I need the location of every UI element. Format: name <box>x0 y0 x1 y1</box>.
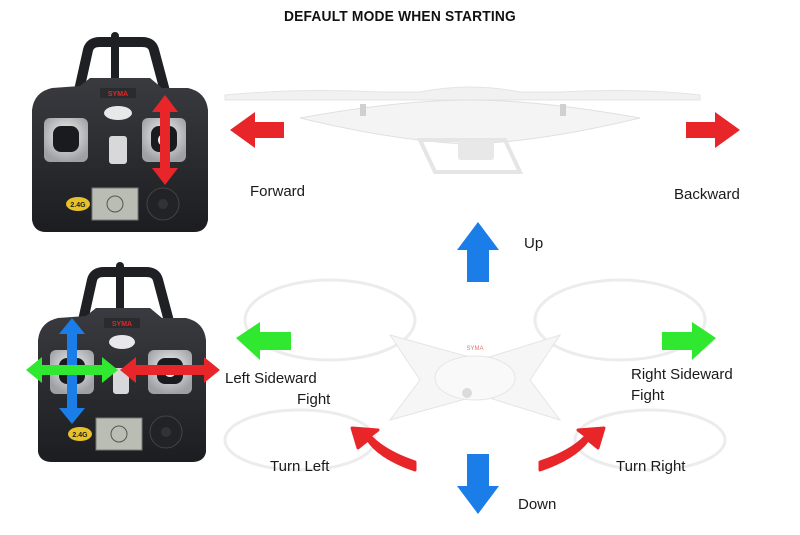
frequency-badge-text: 2.4G <box>72 432 88 439</box>
propeller-guard <box>243 278 417 362</box>
label-backward: Backward <box>674 186 740 203</box>
propeller-guard <box>573 408 727 472</box>
camera-lens <box>462 388 472 398</box>
label-right-sideward: Right Sideward <box>631 366 733 383</box>
propeller-guards <box>224 86 701 101</box>
drone-body <box>434 355 516 401</box>
motor <box>360 104 366 116</box>
controller-bottom: SYMA 2.4G <box>26 262 220 462</box>
trim-switch <box>113 368 129 394</box>
label-right-sideward-line2: Fight <box>631 387 665 404</box>
label-turn-right: Turn Right <box>616 458 686 475</box>
forward-arrow <box>230 112 284 148</box>
drone-top-view: SYMA <box>223 278 727 472</box>
controller-top: SYMA 2.4G <box>32 32 208 232</box>
handle <box>73 37 171 97</box>
frequency-badge <box>68 427 92 441</box>
left-stick <box>53 126 79 152</box>
label-left-sideward: Left Sideward <box>225 370 317 387</box>
handle <box>77 267 175 327</box>
backward-arrow <box>686 112 740 148</box>
drone-body <box>299 99 641 145</box>
diagram-title: DEFAULT MODE WHEN STARTING <box>284 8 516 25</box>
up-arrow <box>457 222 499 282</box>
lcd-screen <box>91 187 139 221</box>
frequency-badge-text: 2.4G <box>70 202 86 209</box>
turn-left-arrow <box>350 426 417 472</box>
down-arrow <box>457 454 499 514</box>
lcd-drone-icon <box>106 195 124 213</box>
label-forward: Forward <box>250 183 306 200</box>
trim-switch <box>109 136 127 164</box>
propeller-guard <box>533 278 707 362</box>
right-stick-horizontal-arrow <box>120 357 220 383</box>
brand-plate <box>100 88 136 98</box>
label-up: Up <box>524 235 544 252</box>
turn-right-arrow <box>538 426 606 472</box>
right-sideward-arrow <box>662 322 716 360</box>
camera <box>458 140 494 160</box>
label-turn-left: Turn Left <box>270 458 330 475</box>
power-button <box>104 106 132 120</box>
left-stick-horizontal-arrow <box>26 357 118 383</box>
label-left-sideward-line2: Fight <box>297 391 331 408</box>
trim-dpad-center <box>161 427 171 437</box>
left-sideward-arrow <box>236 322 291 360</box>
power-button <box>109 335 135 349</box>
frequency-badge <box>66 197 90 211</box>
right-stick-vertical-arrow <box>152 95 178 185</box>
drone-side-view <box>224 86 701 174</box>
trim-dpad-center <box>158 199 168 209</box>
brand-logo: SYMA <box>108 91 128 98</box>
brand-plate <box>104 318 140 328</box>
brand-logo: SYMA <box>112 321 132 328</box>
drone-brand-logo: SYMA <box>466 346 483 352</box>
motor <box>560 104 566 116</box>
lcd-drone-icon <box>110 425 128 443</box>
lcd-screen <box>95 417 143 451</box>
label-down: Down <box>518 496 557 513</box>
